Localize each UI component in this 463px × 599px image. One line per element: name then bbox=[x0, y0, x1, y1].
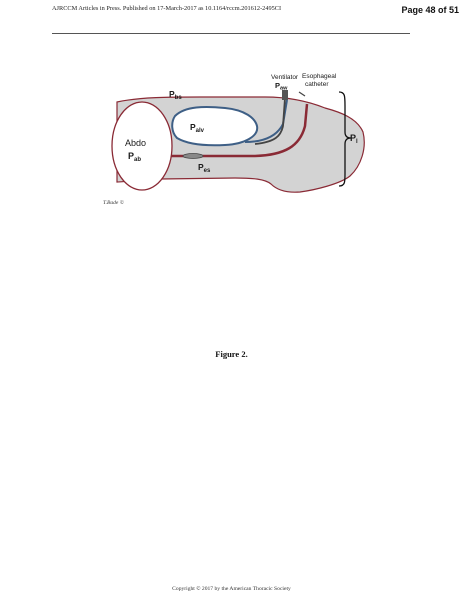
esophageal-balloon bbox=[182, 153, 204, 159]
catheter-label: catheter bbox=[305, 81, 329, 88]
pes-label: Pes bbox=[198, 162, 211, 174]
abdo-label: Abdo bbox=[125, 138, 146, 148]
endotracheal-tube bbox=[254, 97, 286, 145]
artist-signature: T.Bade © bbox=[103, 199, 125, 206]
figure-caption: Figure 2. bbox=[215, 349, 248, 359]
running-header: AJRCCM Articles in Press. Published on 1… bbox=[52, 5, 282, 12]
copyright-footer: Copyright © 2017 by the American Thoraci… bbox=[172, 586, 291, 592]
pab-label: Pab bbox=[128, 151, 141, 163]
esophageal-catheter-line bbox=[298, 91, 306, 97]
esophagus-tube bbox=[171, 103, 309, 158]
paw-label: Paw bbox=[275, 81, 288, 92]
abdomen-region bbox=[111, 101, 173, 191]
pl-brace bbox=[338, 91, 352, 187]
patient-pressure-illustration: Ventilator Paw Esophageal catheter Pbs P… bbox=[95, 66, 370, 216]
ventilator-label: Ventilator bbox=[271, 74, 299, 81]
header-rule bbox=[52, 33, 410, 34]
page-number: Page 48 of 51 bbox=[401, 5, 459, 15]
esophageal-label: Esophageal bbox=[302, 73, 337, 80]
palv-label: Palv bbox=[190, 122, 205, 134]
lung-region bbox=[171, 106, 259, 147]
ventilator-connector bbox=[282, 90, 288, 100]
pbs-label: Pbs bbox=[169, 89, 182, 101]
pl-label: Pl bbox=[350, 133, 358, 145]
